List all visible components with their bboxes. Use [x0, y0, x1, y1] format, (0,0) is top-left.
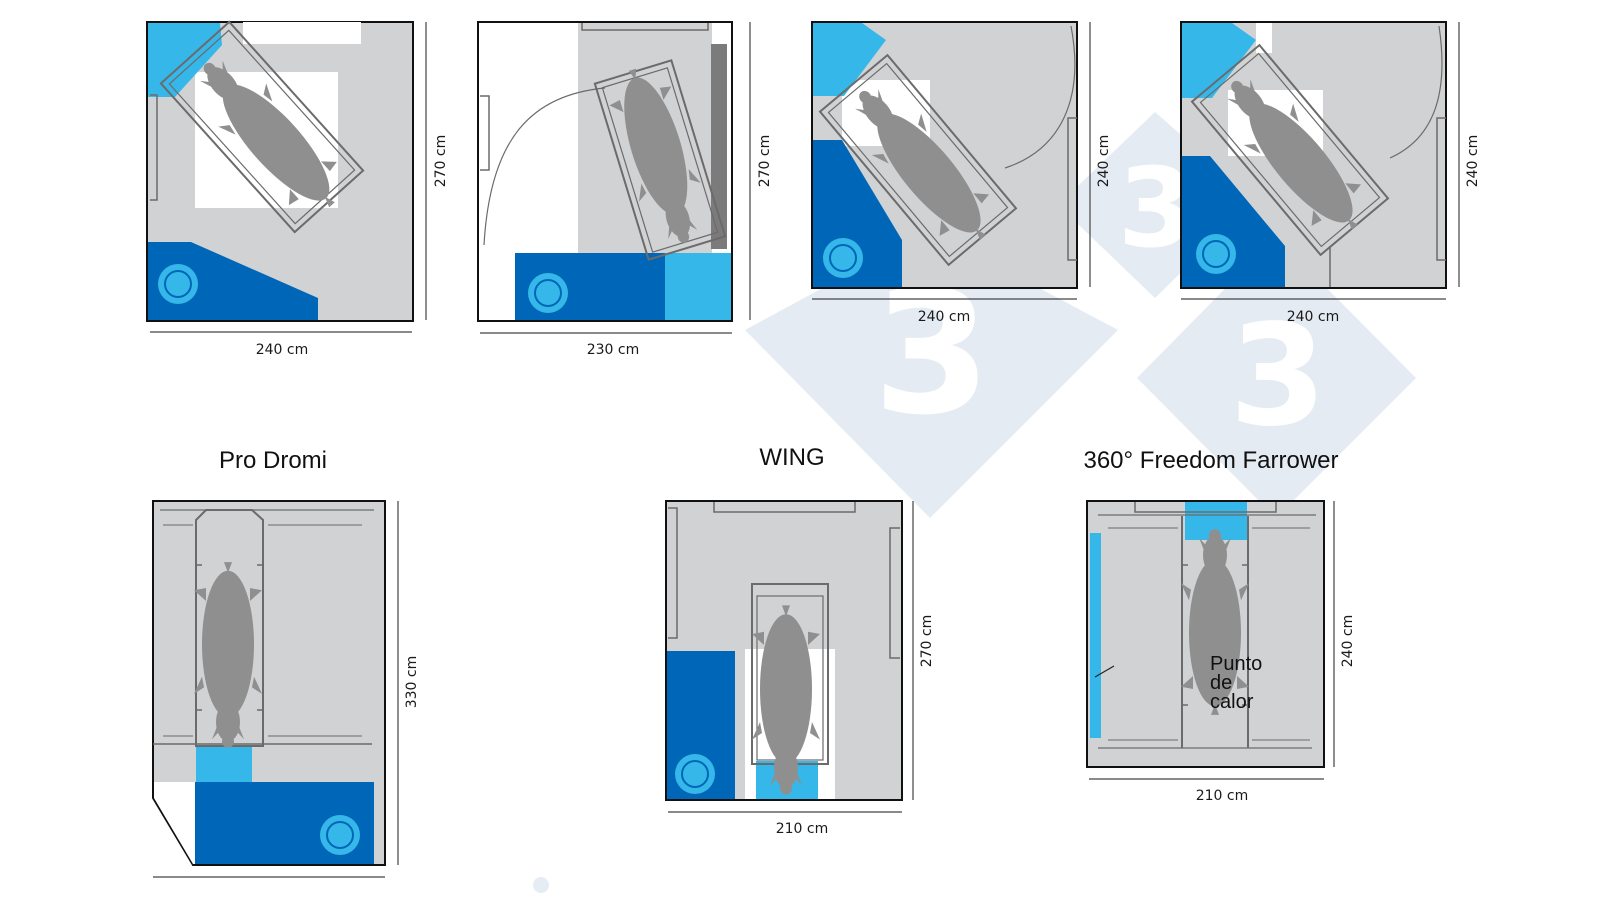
width-label: 210 cm: [776, 821, 829, 837]
width-label: 230 cm: [587, 342, 640, 358]
heat-spot-label-line-2: de: [1210, 672, 1232, 694]
piglet-nest: [148, 242, 318, 320]
pen-3: 240 cm 240 cm: [811, 21, 1112, 325]
heat-spot-label: Punto de calor: [1210, 653, 1268, 713]
pen-title: 360° Freedom Farrower: [1083, 447, 1338, 474]
diamond-logo-icon: 3: [1137, 237, 1416, 518]
height-label: 270 cm: [919, 615, 935, 668]
pen-7-freedom-farrower: 360° Freedom Farrower Punto de calor 210…: [1083, 447, 1356, 804]
heat-lamp-icon: [674, 753, 716, 795]
pen-title: WING: [759, 444, 824, 471]
heat-lamp-icon: [527, 272, 569, 314]
creep-area-top: [243, 22, 361, 44]
feeder: [196, 746, 252, 782]
pen-title: Pro Dromi: [219, 447, 327, 474]
height-label: 240 cm: [1465, 135, 1481, 188]
feeder: [665, 253, 731, 320]
watermark-fragment: [533, 877, 549, 893]
swing-gate-arc: [483, 87, 606, 246]
heat-lamp-icon: [1195, 233, 1237, 275]
pen-4: 240 cm 240 cm: [1180, 21, 1481, 325]
pen-2: 230 cm 270 cm: [477, 21, 773, 358]
heat-lamp-icon: [319, 814, 361, 856]
height-label: 330 cm: [404, 656, 420, 709]
pen-6-wing: WING 210 cm 270 cm: [665, 444, 935, 837]
heat-lamp-icon: [822, 237, 864, 279]
width-label: 240 cm: [918, 309, 971, 325]
width-label: 210 cm: [1196, 788, 1249, 804]
width-label: 240 cm: [1287, 309, 1340, 325]
heat-spot-label-line-3: calor: [1210, 691, 1254, 713]
height-label: 240 cm: [1340, 615, 1356, 668]
watermark-digit-3: 3: [1229, 295, 1326, 458]
feeder: [813, 23, 886, 96]
side-wall-panel: [711, 44, 727, 249]
pen-1: 240 cm 270 cm: [146, 20, 449, 358]
crate-frame: [195, 509, 264, 747]
heat-lamp-icon: [157, 263, 199, 305]
height-label: 270 cm: [757, 135, 773, 188]
pointer-line: [1094, 665, 1115, 678]
heat-strip: [1090, 533, 1101, 738]
width-label: 240 cm: [256, 342, 309, 358]
height-label: 270 cm: [433, 135, 449, 188]
swing-gate-arc: [1004, 25, 1076, 169]
pen-5-pro-dromi: Pro Dromi 330 cm: [152, 447, 420, 878]
feeder: [1182, 23, 1256, 98]
watermark-logo: 3 3 3: [745, 112, 1416, 518]
heat-spot-label-line-1: Punto: [1210, 653, 1262, 675]
height-label: 240 cm: [1096, 135, 1112, 188]
swing-gate-arc: [1389, 25, 1443, 159]
